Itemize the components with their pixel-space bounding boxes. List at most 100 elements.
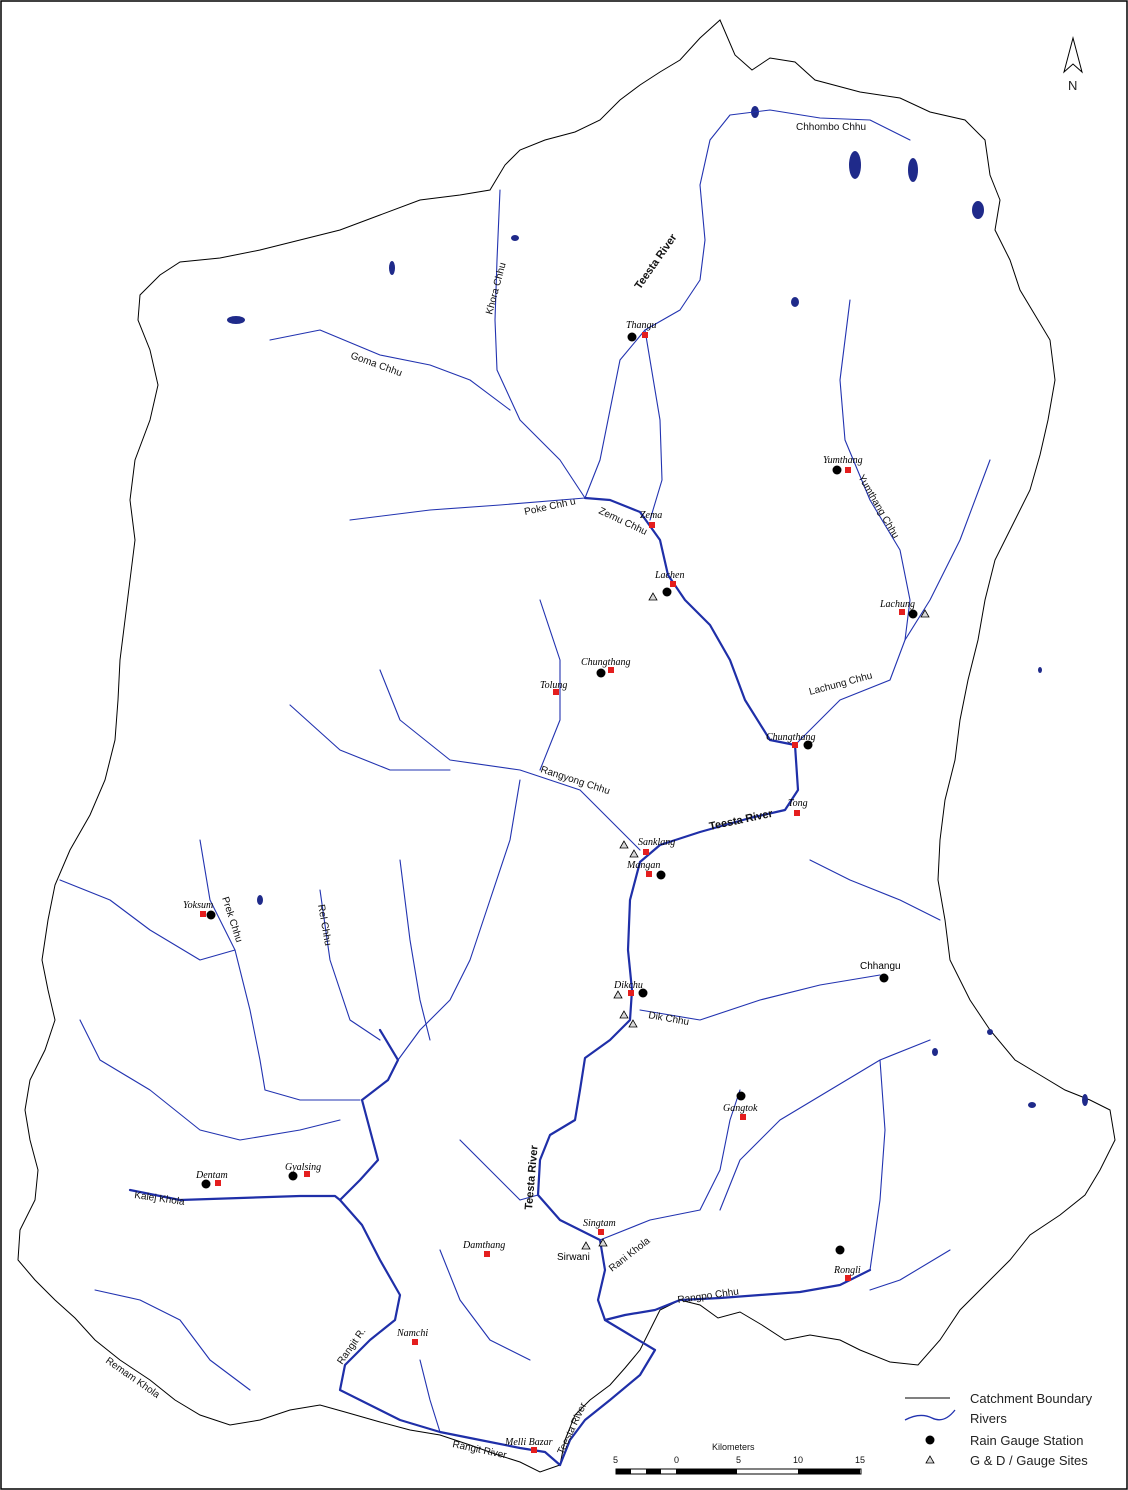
lake [908,158,918,182]
rain-gauge-marker [908,609,918,619]
scale-bar: Kilometers 5 0 5 10 15 [613,1442,865,1475]
legend: Catchment Boundary Rivers Rain Gauge Sta… [904,1391,1093,1468]
gauge-site-marker [613,990,623,999]
lake [227,316,245,324]
gauge-site-marker [598,1238,608,1247]
rain-gauge-marker [879,973,889,983]
rangpo-river [603,1268,872,1322]
station-label-gyalsing: Gyalsing [285,1162,321,1173]
scale-bar-segment [676,1469,737,1474]
station-marker [304,1171,310,1177]
tributary [399,859,431,1041]
tributary [794,299,911,746]
tributary [719,1039,931,1211]
gauge-site-marker [581,1241,591,1250]
station-marker [643,849,649,855]
station-label-dentam: Dentam [195,1170,228,1181]
station-label-thangu: Thangu [626,320,657,331]
lake [1028,1102,1036,1108]
rain-gauge-marker [596,668,606,678]
legend-rain-symbol [925,1435,935,1445]
gauge-site-marker [629,849,639,858]
lake [389,261,395,275]
station-marker [794,810,800,816]
tributary [379,669,641,851]
scale-bar-segment [646,1469,661,1474]
station-label-chungthang-2: Chungthang [766,732,815,743]
tributary [79,1019,341,1141]
station-label-melli: Melli Bazar [504,1437,553,1448]
tributary [349,497,586,521]
tributary [94,1289,251,1391]
station-label-namchi: Namchi [396,1328,428,1339]
station-label-rongli: Rongli [833,1265,861,1276]
tributary [539,599,561,771]
scale-tick-label: 15 [855,1455,865,1465]
tributary [639,974,881,1021]
lake [932,1048,938,1056]
rain-gauge-marker [835,1245,845,1255]
legend-gauge-symbol [925,1455,935,1464]
station-marker [649,522,655,528]
rain-gauge-marker [803,740,813,750]
lakes [227,106,1088,1108]
gauge-site-marker [619,840,629,849]
station-label-sanklang: Sanklang [638,837,675,848]
legend-gauge-label: G & D / Gauge Sites [970,1453,1088,1468]
rain-gauge-marker [627,332,637,342]
tributary [869,1249,951,1291]
station-marker [598,1229,604,1235]
rangit-main-river [338,1028,562,1467]
station-marker [899,609,905,615]
tributary [439,1249,531,1361]
rain-gauge-marker [206,910,216,920]
gauge-site-marker [920,609,930,618]
station-label-singtam: Singtam [583,1218,616,1229]
tributary [269,329,511,411]
lake [849,151,861,179]
stations: Thangu Yumthang Zema Lachen Lachung Chun… [183,320,930,1453]
tributaries [59,109,991,1433]
gauge-site-marker [648,592,658,601]
lake [987,1029,993,1035]
rain-gauge-marker [736,1091,746,1101]
lake [511,235,519,241]
station-label-zema: Zema [640,510,662,521]
scale-title: Kilometers [712,1442,755,1452]
tributary [699,109,911,186]
scale-tick-label: 0 [674,1455,679,1465]
legend-boundary-label: Catchment Boundary [970,1391,1093,1406]
tributary [419,1359,441,1433]
station-marker [845,1275,851,1281]
station-label-yumthang: Yumthang [823,455,863,466]
station-marker [553,689,559,695]
teesta-main-river [536,496,800,1467]
station-label-tolung: Tolung [540,680,567,691]
tributary [397,779,521,1061]
scale-tick-label: 10 [793,1455,803,1465]
tributary [599,1089,741,1241]
station-marker [792,742,798,748]
station-label-sirwani: Sirwani [557,1252,590,1263]
river-label-chhombo: Chhombo Chhu [796,122,866,133]
station-marker [608,667,614,673]
station-label-tong: Tong [788,798,808,809]
rain-gauge-marker [288,1171,298,1181]
legend-river-symbol [904,1409,956,1421]
tributary [199,839,361,1101]
station-marker [484,1251,490,1257]
legend-rivers-label: Rivers [970,1411,1007,1426]
tributary [644,329,663,521]
rain-gauge-marker [832,465,842,475]
station-marker [670,581,676,587]
station-label-mangan: Mangan [626,860,660,871]
lake [1082,1094,1088,1106]
scale-tick-label: 5 [736,1455,741,1465]
tributary [459,1139,539,1201]
north-arrow: N [1063,36,1083,93]
tributary [59,879,236,961]
station-label-chhangu: Chhangu [860,961,901,972]
station-label-yoksum: Yoksum [183,900,213,911]
